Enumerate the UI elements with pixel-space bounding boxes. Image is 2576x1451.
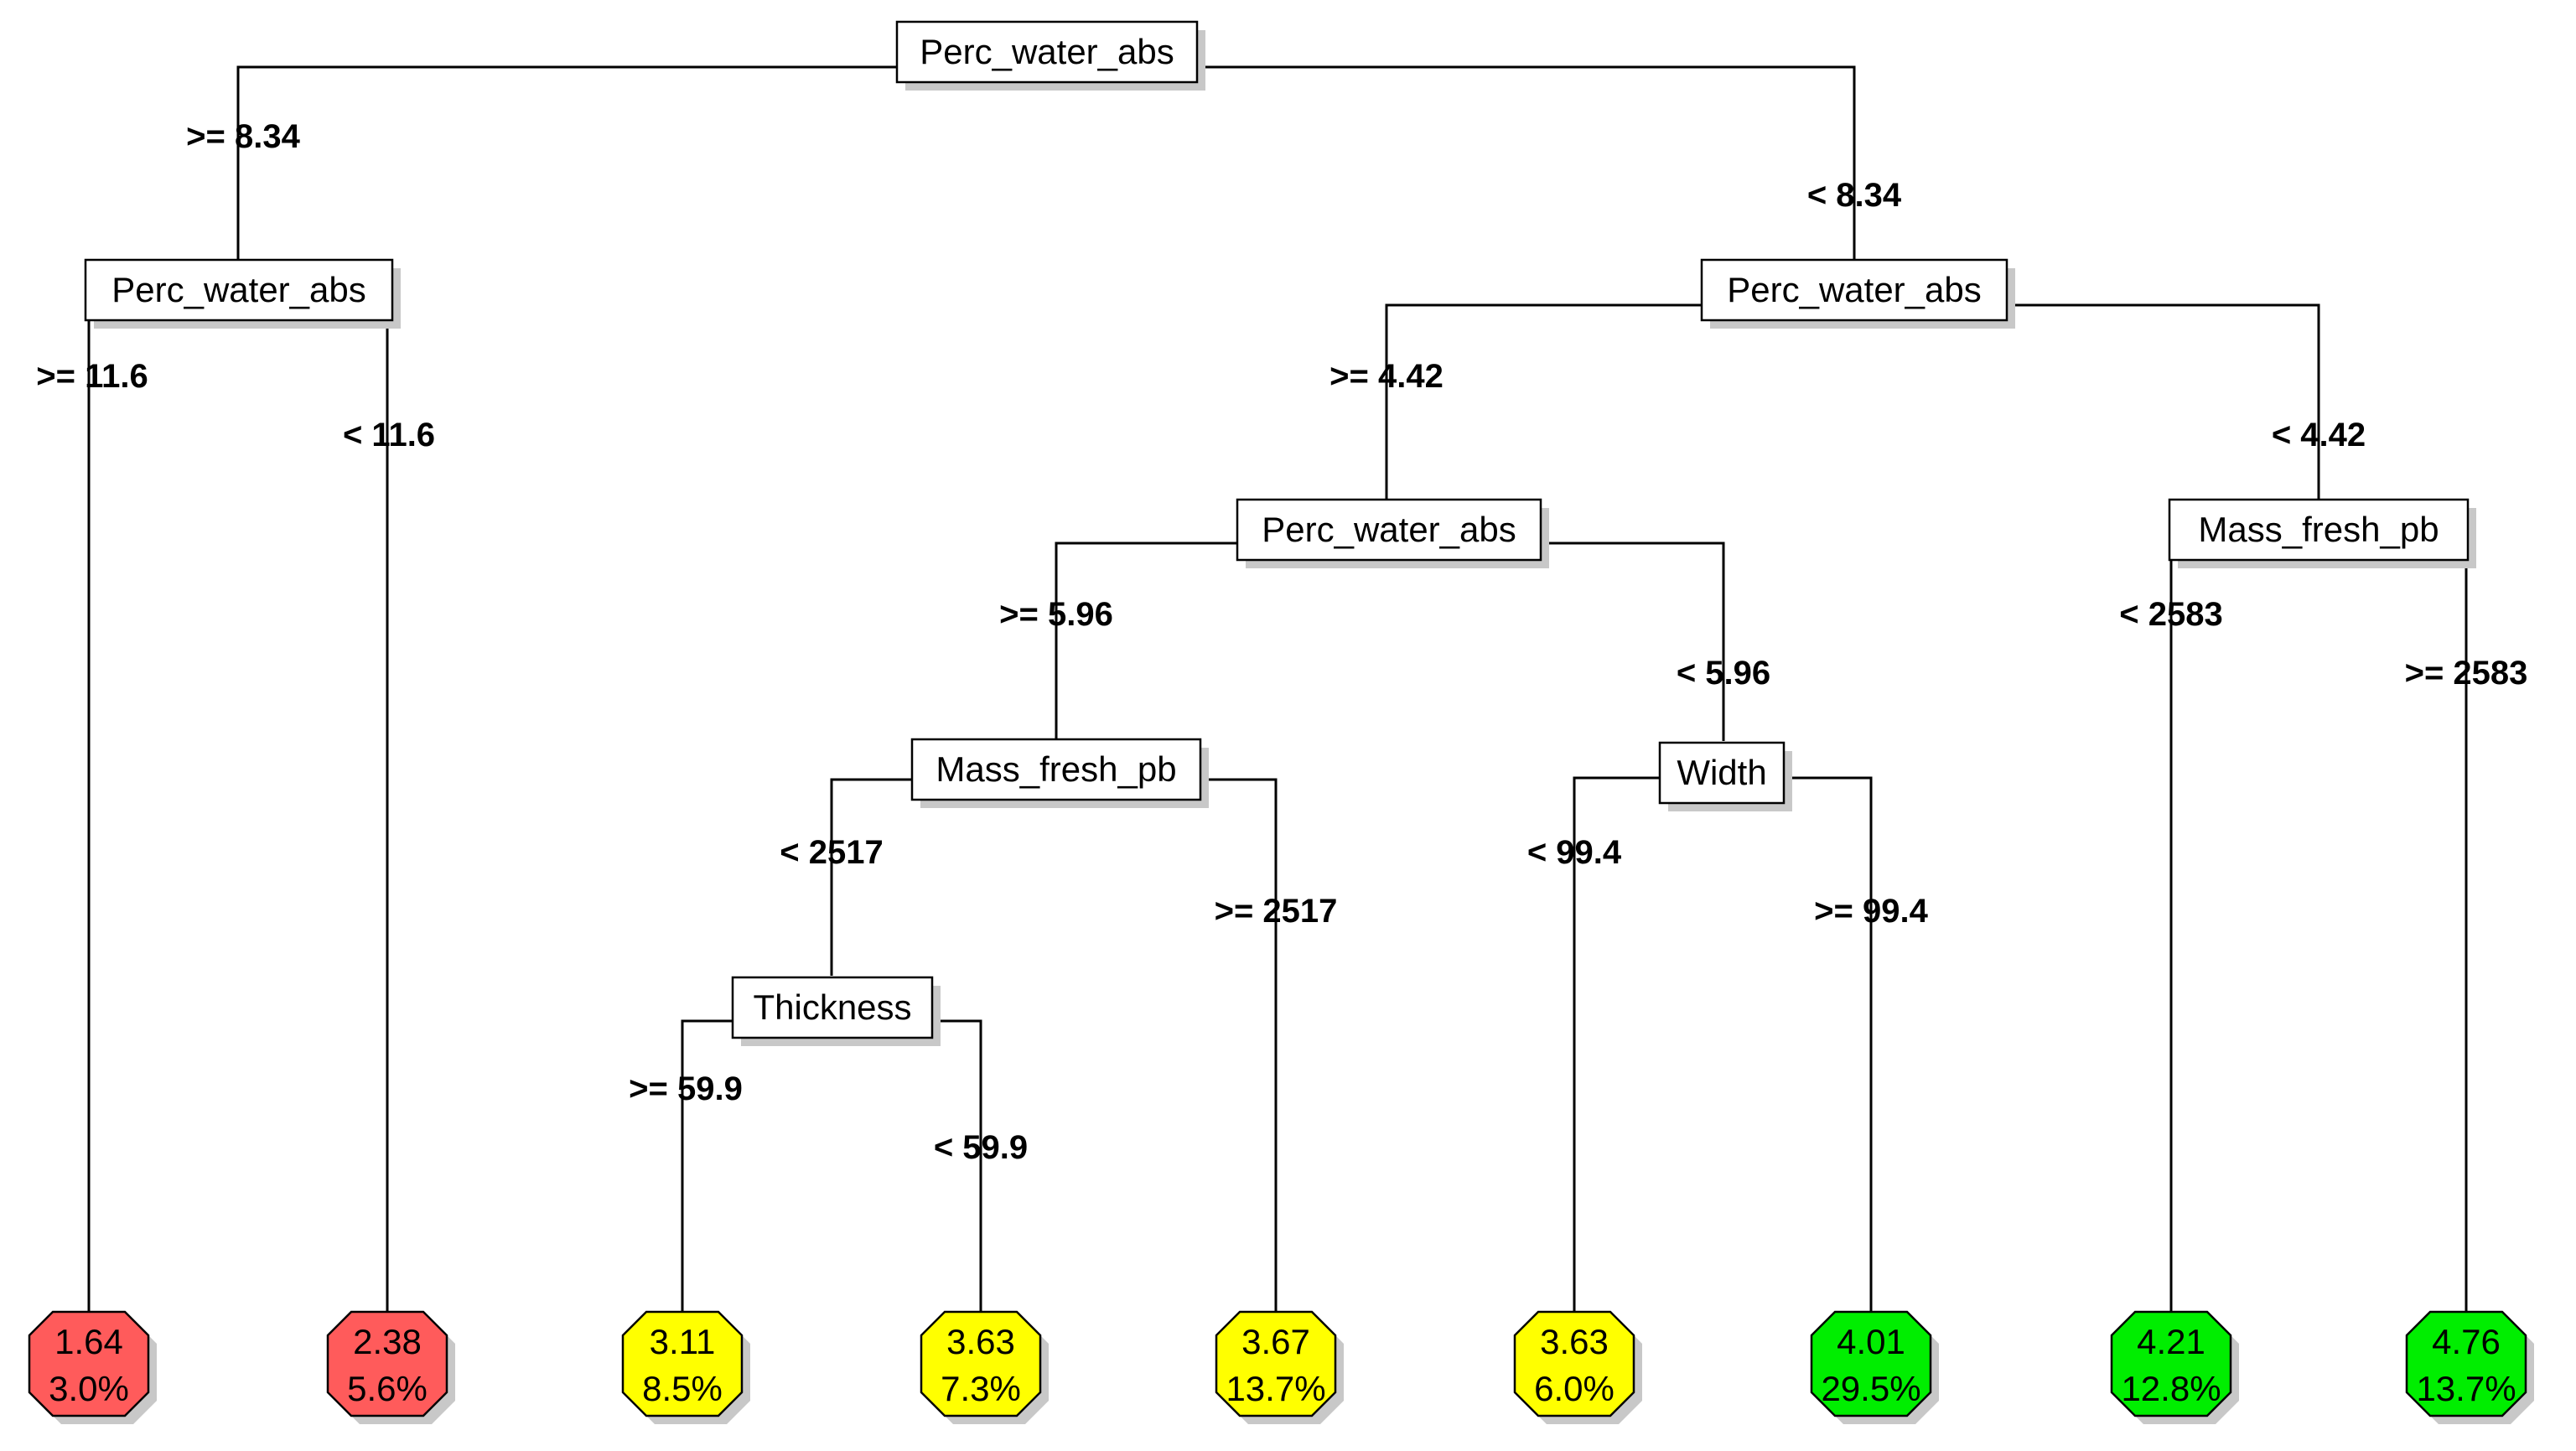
leaf-node: 4.76 13.7% bbox=[2405, 1310, 2534, 1424]
leaf-box bbox=[2405, 1310, 2527, 1417]
leaf-node: 4.21 12.8% bbox=[2110, 1310, 2239, 1424]
node-mass-fresh-2: Mass_fresh_pb bbox=[2168, 498, 2476, 568]
edge-label-mass2-left: < 2583 bbox=[2119, 596, 2222, 633]
edge-width-right bbox=[1784, 776, 1873, 1337]
edge-label-thick-right: < 59.9 bbox=[934, 1129, 1028, 1166]
edge-label-thick-left: >= 59.9 bbox=[629, 1070, 743, 1107]
leaf-box bbox=[1215, 1310, 1337, 1417]
edge-label-left-left: >= 11.6 bbox=[36, 358, 148, 395]
leaf-percent: 6.0% bbox=[1534, 1369, 1615, 1408]
edge-label-mid-right: < 5.96 bbox=[1677, 655, 1770, 692]
leaf-box bbox=[621, 1310, 744, 1417]
node-right: Perc_water_abs bbox=[1700, 258, 2015, 329]
node-right-label: Perc_water_abs bbox=[1727, 270, 1982, 309]
edge-root-left bbox=[236, 65, 897, 262]
leaf-value: 3.63 bbox=[1540, 1322, 1609, 1361]
node-width: Width bbox=[1658, 741, 1792, 811]
edge-root-right bbox=[1197, 65, 1856, 262]
edge-label-root-right: < 8.34 bbox=[1807, 177, 1902, 214]
leaf-percent: 29.5% bbox=[1821, 1369, 1920, 1408]
node-left-label: Perc_water_abs bbox=[111, 270, 366, 309]
leaf-box bbox=[28, 1310, 150, 1417]
edge-label-width-right: >= 99.4 bbox=[1814, 893, 1928, 930]
edge-label-right-left: >= 4.42 bbox=[1329, 358, 1443, 395]
leaf-box bbox=[1810, 1310, 1932, 1417]
edge-label-width-left: < 99.4 bbox=[1527, 834, 1622, 871]
node-mid: Perc_water_abs bbox=[1236, 498, 1549, 568]
leaf-value: 3.67 bbox=[1241, 1322, 1310, 1361]
node-root-label: Perc_water_abs bbox=[920, 32, 1174, 71]
node-root: Perc_water_abs bbox=[895, 20, 1205, 91]
leaf-box bbox=[326, 1310, 448, 1417]
leaf-node: 4.01 29.5% bbox=[1810, 1310, 1939, 1424]
leaf-percent: 7.3% bbox=[941, 1369, 1021, 1408]
node-thickness: Thickness bbox=[731, 976, 941, 1046]
node-mass-fresh-1: Mass_fresh_pb bbox=[910, 738, 1209, 808]
node-width-label: Width bbox=[1677, 753, 1766, 792]
edge-label-left-right: < 11.6 bbox=[343, 417, 435, 453]
edge-right-right bbox=[2007, 303, 2320, 501]
edge-label-mass1-right: >= 2517 bbox=[1215, 893, 1338, 930]
edge-label-mid-left: >= 5.96 bbox=[999, 596, 1113, 633]
edge-mass1-left bbox=[830, 778, 912, 976]
edge-mid-left bbox=[1055, 542, 1237, 741]
leaf-node: 3.11 8.5% bbox=[621, 1310, 750, 1424]
leaf-box bbox=[920, 1310, 1042, 1417]
edge-right-left bbox=[1385, 303, 1702, 501]
node-mass-fresh-2-label: Mass_fresh_pb bbox=[2198, 510, 2439, 549]
leaf-value: 2.38 bbox=[353, 1322, 422, 1361]
leaf-percent: 13.7% bbox=[2416, 1369, 2516, 1408]
leaf-value: 4.01 bbox=[1837, 1322, 1905, 1361]
leaf-node: 3.63 7.3% bbox=[920, 1310, 1049, 1424]
leaf-value: 3.63 bbox=[946, 1322, 1015, 1361]
leaf-percent: 8.5% bbox=[642, 1369, 723, 1408]
leaf-percent: 5.6% bbox=[347, 1369, 428, 1408]
leaf-node: 1.64 3.0% bbox=[28, 1310, 157, 1424]
leaf-value: 3.11 bbox=[650, 1322, 716, 1361]
node-thickness-label: Thickness bbox=[753, 987, 911, 1027]
leaf-node: 2.38 5.6% bbox=[326, 1310, 455, 1424]
tree-edges bbox=[87, 65, 2468, 1337]
leaf-box bbox=[1513, 1310, 1635, 1417]
edge-mass1-right bbox=[1200, 778, 1278, 1337]
edge-label-root-left: >= 8.34 bbox=[186, 118, 300, 155]
leaf-percent: 12.8% bbox=[2121, 1369, 2221, 1408]
edge-thick-left bbox=[681, 1019, 733, 1337]
edge-thick-right bbox=[932, 1019, 982, 1337]
leaf-box bbox=[2110, 1310, 2232, 1417]
leaf-percent: 13.7% bbox=[1226, 1369, 1325, 1408]
leaf-value: 4.76 bbox=[2432, 1322, 2501, 1361]
edge-mid-right bbox=[1541, 542, 1725, 741]
leaf-value: 4.21 bbox=[2137, 1322, 2205, 1361]
leaf-nodes: 1.64 3.0% 2.38 5.6% 3.11 8.5% 3.63 7.3% 3.67 13.7… bbox=[28, 1310, 2534, 1424]
node-left: Perc_water_abs bbox=[84, 258, 401, 329]
leaf-percent: 3.0% bbox=[49, 1369, 129, 1408]
leaf-node: 3.63 6.0% bbox=[1513, 1310, 1642, 1424]
edge-label-right-right: < 4.42 bbox=[2272, 417, 2366, 453]
edge-width-left bbox=[1573, 776, 1660, 1337]
node-mid-label: Perc_water_abs bbox=[1262, 510, 1516, 549]
edge-label-mass1-left: < 2517 bbox=[780, 834, 883, 871]
leaf-node: 3.67 13.7% bbox=[1215, 1310, 1344, 1424]
edge-labels: >= 8.34 < 8.34 >= 11.6 < 11.6 >= 4.42 < … bbox=[36, 118, 2527, 1166]
leaf-value: 1.64 bbox=[54, 1322, 123, 1361]
node-mass-fresh-1-label: Mass_fresh_pb bbox=[936, 749, 1176, 789]
edge-label-mass2-right: >= 2583 bbox=[2405, 655, 2528, 692]
